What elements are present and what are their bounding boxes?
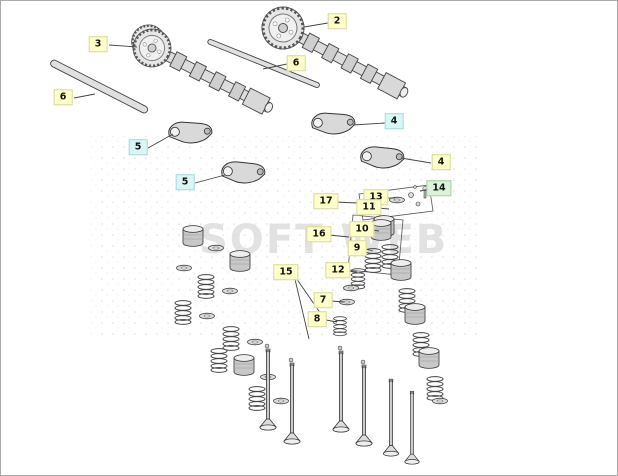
part-label-17[interactable]: 17 <box>313 193 339 209</box>
stipple-noise <box>91 136 481 336</box>
part-label-14[interactable]: 14 <box>426 180 452 196</box>
camshaft-lower-drawing <box>124 17 274 115</box>
part-label-8[interactable]: 8 <box>307 311 327 327</box>
adjuster-hardware-drawing <box>389 185 428 207</box>
part-label-6a[interactable]: 6 <box>286 55 306 71</box>
part-label-5b[interactable]: 5 <box>175 174 195 190</box>
part-label-4b[interactable]: 4 <box>431 154 451 170</box>
part-label-6b[interactable]: 6 <box>53 89 73 105</box>
rocker-shaft-rod-left <box>50 59 149 114</box>
rocker-arm-drawing <box>309 107 357 139</box>
part-label-11[interactable]: 11 <box>356 199 382 215</box>
part-label-9[interactable]: 9 <box>347 240 367 256</box>
part-label-15[interactable]: 15 <box>273 264 299 280</box>
camshaft-upper-drawing <box>253 1 409 100</box>
part-label-12[interactable]: 12 <box>325 262 351 278</box>
part-label-4a[interactable]: 4 <box>384 113 404 129</box>
part-label-7[interactable]: 7 <box>313 292 333 308</box>
part-label-3[interactable]: 3 <box>88 36 108 52</box>
part-label-10[interactable]: 10 <box>349 221 375 237</box>
part-label-5a[interactable]: 5 <box>128 139 148 155</box>
rocker-shaft-rod-upper <box>207 38 320 88</box>
part-label-2[interactable]: 2 <box>327 13 347 29</box>
part-label-16[interactable]: 16 <box>306 226 332 242</box>
valves-drawing <box>259 343 420 465</box>
